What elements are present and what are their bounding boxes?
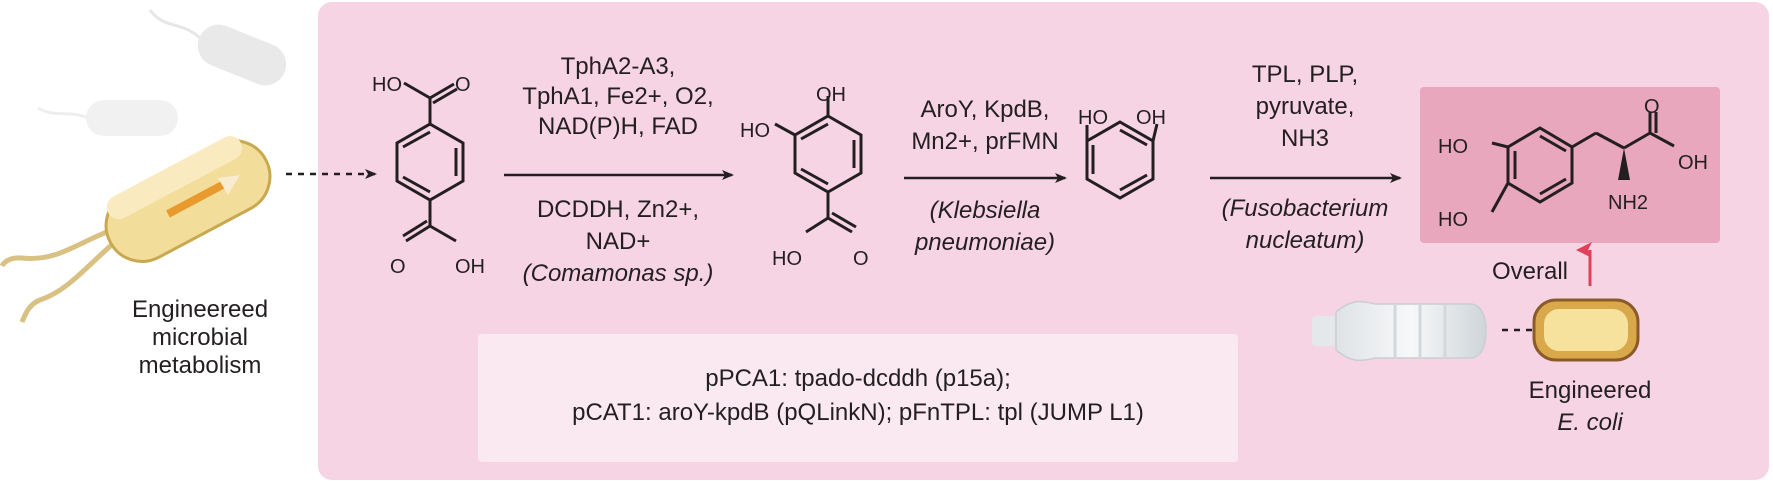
faded-bacterium-icon-2 (37, 100, 178, 136)
engineered-bacterium-icon (0, 136, 272, 323)
microbial-metabolism-label: Engineereed microbial metabolism (131, 296, 269, 379)
step1-condition-4: DCDDH, Zn2+, (536, 196, 700, 223)
wedge-bond (1618, 148, 1630, 180)
pca-oh1-label: OH (816, 84, 846, 106)
step3-organism-1: (Fusobacterium (1221, 195, 1389, 222)
step1-organism: (Comamonas sp.) (522, 260, 714, 287)
faded-bacterium-icon (148, 9, 287, 86)
plastic-bottle-icon (1312, 300, 1487, 362)
plasmid-line-2: pCAT1: aroY-kpdB (pQLinkN); pFnTPL: tpl … (572, 399, 1144, 426)
step3-condition-1: TPL, PLP, (1251, 61, 1359, 88)
pca-bot-oh-label: HO (772, 248, 802, 270)
tpa-bot-o-label: O (390, 256, 406, 278)
protocatechuic-acid-structure (774, 96, 863, 234)
step3-condition-3: NH3 (1280, 125, 1329, 152)
step1-condition-5: NAD+ (585, 228, 651, 255)
ecoli-label: E. coli (1557, 409, 1623, 436)
tpa-top-oh-label: HO (372, 74, 402, 96)
step1-condition-1: TphA2-A3, (560, 53, 676, 80)
catechol-oh2-label: OH (1136, 107, 1166, 129)
catechol-oh1-label: HO (1078, 107, 1108, 129)
step2-organism-1: (Klebsiella (929, 197, 1041, 224)
step3-condition-2: pyruvate, (1255, 93, 1355, 120)
pca-oh2-label: HO (740, 120, 770, 142)
engineered-label: Engineered (1528, 377, 1652, 404)
step2-condition-1: AroY, KpdB, (920, 96, 1050, 123)
dopa-oh-label: OH (1678, 152, 1708, 174)
terephthalic-acid-structure (395, 81, 465, 243)
catechol-structure (1085, 120, 1159, 200)
dopa-nh2-label: NH2 (1608, 192, 1649, 214)
tpa-top-o-label: O (455, 74, 471, 96)
dopa-o-label: O (1644, 96, 1660, 118)
dopa-ho1-label: HO (1438, 136, 1468, 158)
tpa-bot-oh-label: OH (455, 256, 485, 278)
plasmid-box (478, 334, 1238, 462)
l-dopa-structure (1490, 112, 1675, 213)
step2-organism-2: pneumoniae) (914, 229, 1056, 256)
step3-organism-2: nucleatum) (1245, 227, 1365, 254)
l-dopa-product-box (1420, 87, 1720, 243)
overall-label: Overall (1491, 258, 1569, 285)
dopa-ho2-label: HO (1438, 209, 1468, 231)
step1-condition-2: TphA1, Fe2+, O2, (522, 83, 714, 110)
step1-condition-3: NAD(P)H, FAD (537, 113, 698, 140)
plasmid-line-1: pPCA1: tpado-dcddh (p15a); (705, 365, 1011, 392)
engineered-ecoli-icon (1532, 298, 1640, 362)
pca-bot-o-label: O (853, 248, 869, 270)
step2-condition-2: Mn2+, prFMN (911, 128, 1059, 155)
